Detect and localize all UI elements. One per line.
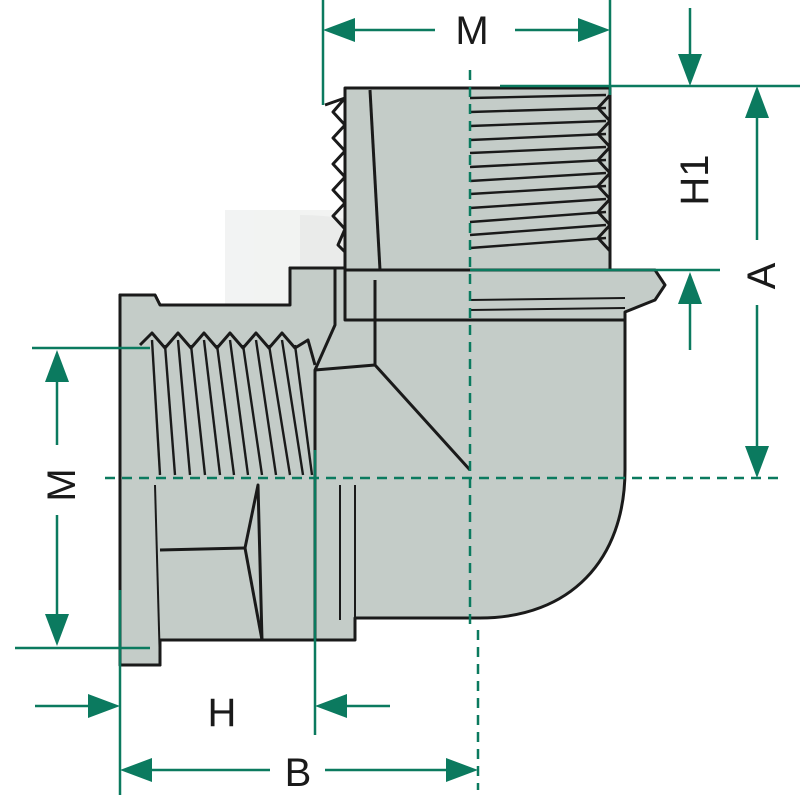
label-m-left: M	[40, 468, 84, 501]
label-b: B	[285, 751, 312, 795]
left-thread-crests	[138, 331, 317, 366]
label-a: A	[740, 262, 784, 289]
dimension-m-top: M	[321, 0, 612, 105]
dimension-m-left: M	[15, 346, 150, 650]
center-lines	[105, 70, 785, 790]
left-thread-lines	[150, 339, 314, 476]
label-h1: H1	[673, 154, 717, 205]
dimension-a: A	[740, 86, 784, 478]
internal-bore	[314, 280, 472, 620]
label-m-top: M	[455, 9, 488, 53]
dimension-h1: H1	[470, 8, 800, 350]
top-thread-edge	[324, 86, 612, 271]
left-port-hex	[154, 483, 264, 666]
dimension-h: H	[35, 450, 390, 795]
dimension-b: B	[120, 751, 478, 795]
top-thread-lines	[469, 93, 626, 311]
label-h: H	[208, 691, 237, 735]
